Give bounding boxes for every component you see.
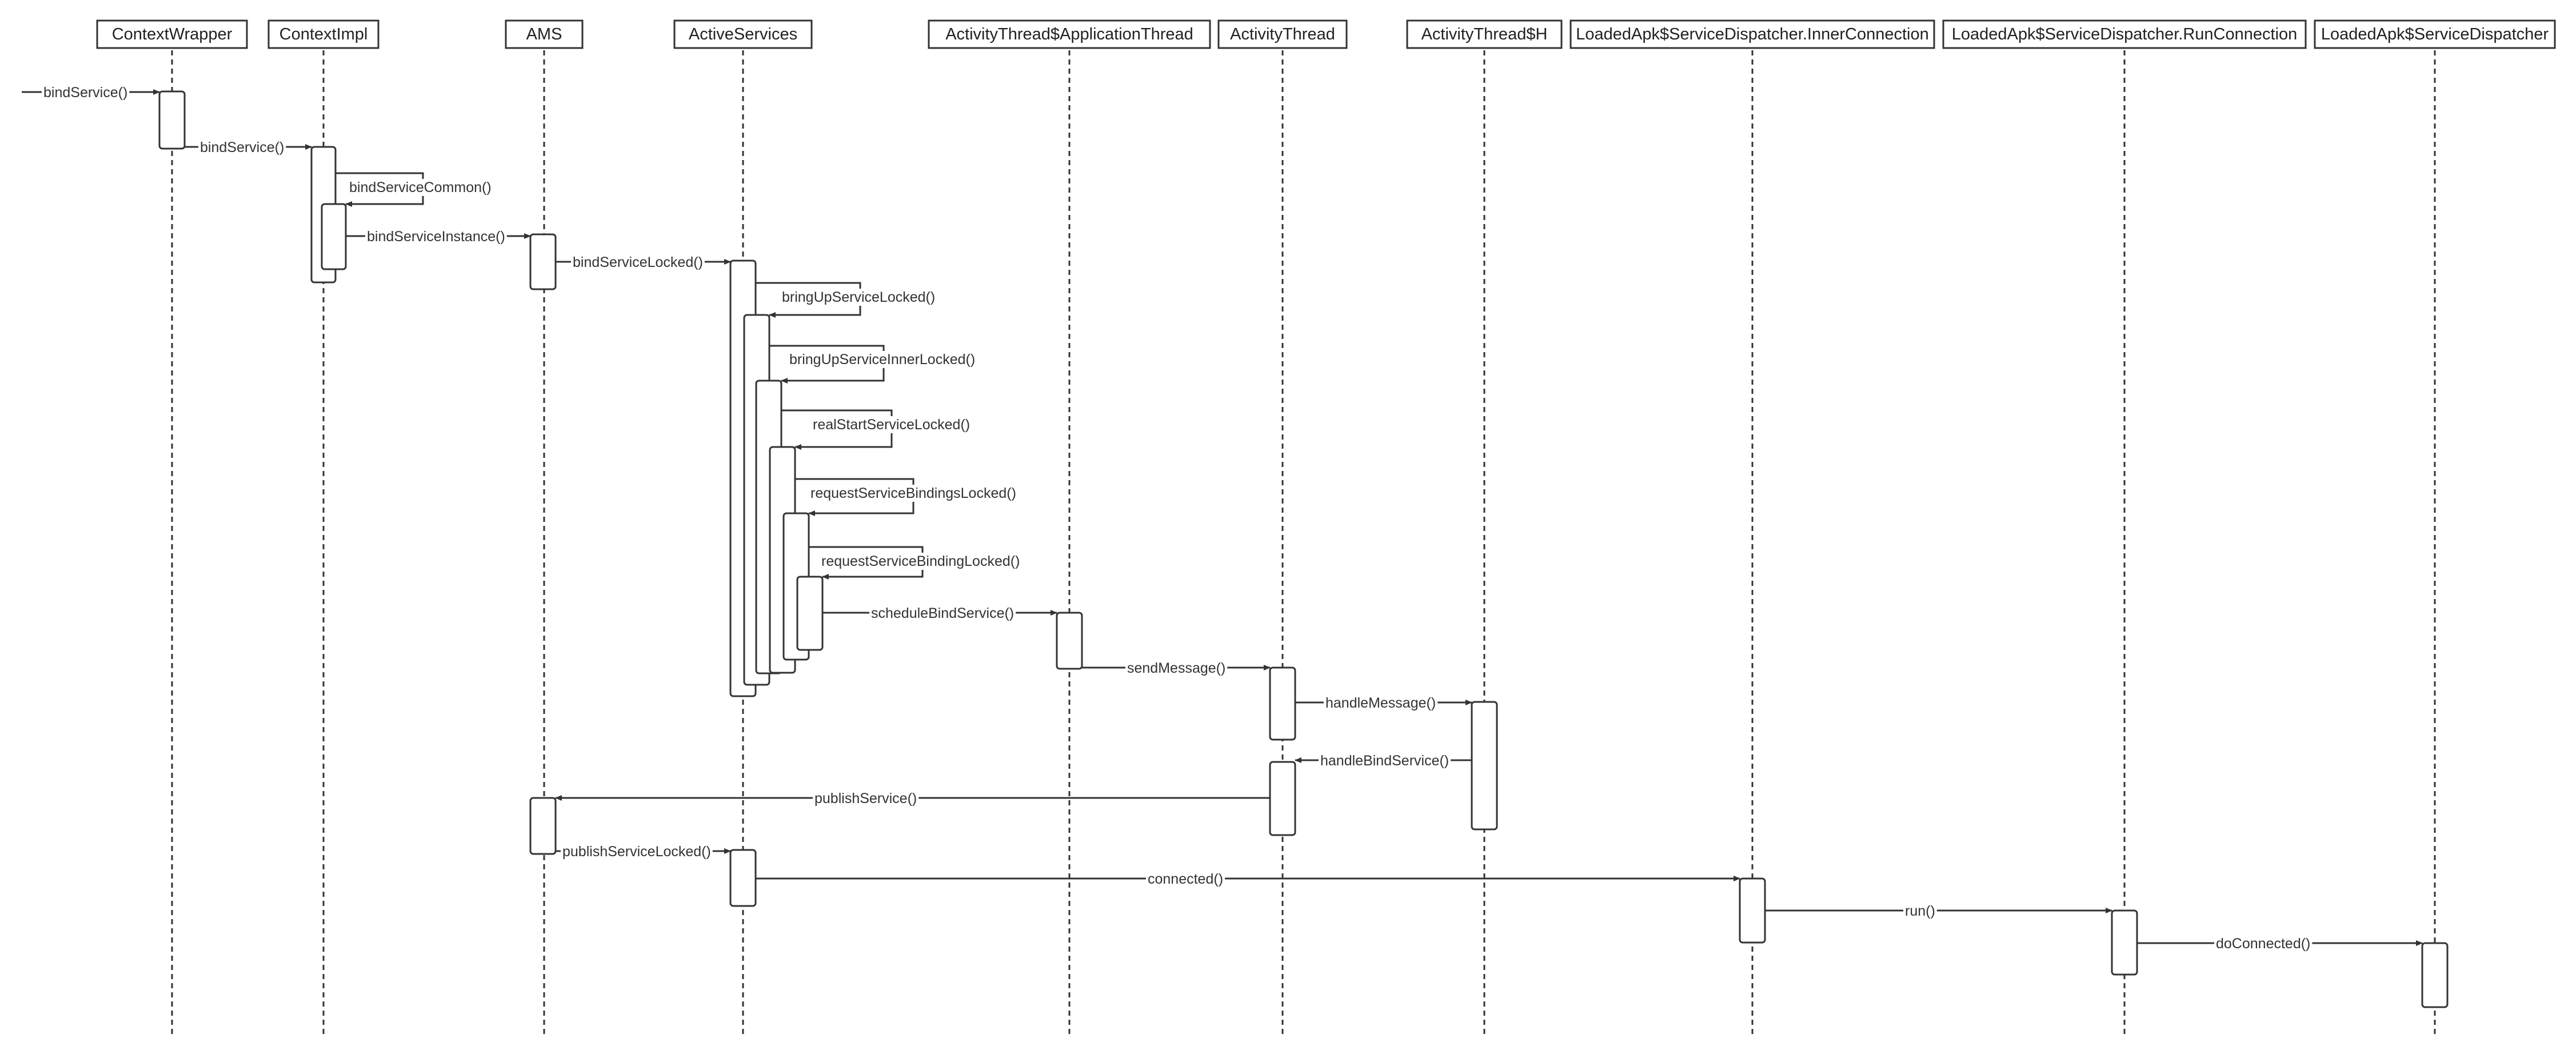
message-label: publishService() <box>814 791 917 807</box>
label-background <box>869 605 1016 622</box>
label-background <box>1324 694 1438 712</box>
label-background <box>1903 903 1937 920</box>
message-bringupservicelocked: bringUpServiceLocked() <box>756 282 937 318</box>
label-background <box>571 254 705 271</box>
participant-activitythread: ActivityThread <box>1217 19 1348 49</box>
label-background <box>561 843 713 860</box>
message-bindservicecommon: bindServiceCommon() <box>336 172 493 207</box>
participant-contextimpl: ContextImpl <box>267 19 380 49</box>
activation-activeservices-7 <box>729 849 757 907</box>
label-background <box>811 416 972 433</box>
participant-label: ActivityThread$H <box>1421 25 1548 43</box>
lifelines <box>171 50 2436 1035</box>
participant-appthread: ActivityThread$ApplicationThread <box>928 19 1211 49</box>
activations <box>158 90 2449 1008</box>
message-label: bindService() <box>43 85 127 101</box>
activation-innerconnection <box>1739 877 1766 944</box>
participant-ams: AMS <box>505 19 584 49</box>
message-handlemessage: handleMessage() <box>1295 694 1472 712</box>
message-handlebindservice: handleBindService() <box>1295 752 1472 769</box>
message-label: bindServiceLocked() <box>573 254 703 270</box>
activation-runconnection <box>2111 909 2138 976</box>
participant-label: ActivityThread$ApplicationThread <box>945 25 1193 43</box>
activation-contextimpl-2 <box>321 203 347 270</box>
message-label: handleMessage() <box>1325 695 1436 711</box>
message-publishservice: publishService() <box>555 790 1270 807</box>
activation-ams-1 <box>529 233 557 290</box>
participant-label: LoadedApk$ServiceDispatcher.InnerConnect… <box>1576 25 1928 43</box>
participant-label: ContextImpl <box>279 25 368 43</box>
message-bringupserviceinnerlocked: bringUpServiceInnerLocked() <box>769 345 977 384</box>
message-sendmessage: sendMessage() <box>1082 660 1271 677</box>
message-schedulebindservice: scheduleBindService() <box>822 605 1057 622</box>
message-label: run() <box>1905 903 1935 919</box>
label-background <box>1319 752 1451 769</box>
activation-activeservices-6 <box>796 576 824 651</box>
activation-appthread <box>1056 612 1083 670</box>
message-run: run() <box>1765 903 2112 920</box>
label-background <box>2214 935 2313 952</box>
participant-activeservices: ActiveServices <box>673 19 813 49</box>
label-background <box>348 179 493 196</box>
participant-activitythread-h: ActivityThread$H <box>1406 19 1563 49</box>
label-background <box>788 351 977 368</box>
message-label: bindServiceInstance() <box>367 229 505 245</box>
message-label: bindServiceCommon() <box>349 179 492 195</box>
label-background <box>1125 660 1228 677</box>
participant-label: ActiveServices <box>689 25 797 43</box>
activation-activitythread-2 <box>1269 761 1296 836</box>
activation-activitythread-1 <box>1269 666 1296 741</box>
participant-contextwrapper: ContextWrapper <box>96 19 248 49</box>
participant-servicedispatcher: LoadedApk$ServiceDispatcher <box>2314 19 2556 49</box>
activation-ams-2 <box>529 797 557 855</box>
message-bindservice: bindService() <box>185 139 312 156</box>
message-label: sendMessage() <box>1127 660 1225 676</box>
participant-innerconnection: LoadedApk$ServiceDispatcher.InnerConnect… <box>1569 19 1935 49</box>
message-requestservicebindingslocked: requestServiceBindingsLocked() <box>795 478 1018 516</box>
message-label: doConnected() <box>2216 936 2310 952</box>
label-background <box>780 289 937 306</box>
message-bindserviceinstance: bindServiceInstance() <box>346 228 531 245</box>
message-realstartservicelocked: realStartServiceLocked() <box>781 409 972 450</box>
label-background <box>809 485 1018 502</box>
message-label: connected() <box>1148 871 1223 887</box>
label-background <box>813 790 919 807</box>
message-label: publishServiceLocked() <box>562 844 711 860</box>
message-connected: connected() <box>756 871 1740 888</box>
message-label: bringUpServiceInnerLocked() <box>789 352 975 368</box>
label-background <box>365 228 507 245</box>
message-label: scheduleBindService() <box>871 605 1014 621</box>
message-label: requestServiceBindingLocked() <box>821 553 1020 569</box>
message-label: bindService() <box>200 139 284 155</box>
participant-label: LoadedApk$ServiceDispatcher <box>2321 25 2549 43</box>
participant-label: AMS <box>526 25 562 43</box>
messages: bindService() bindService() bindServiceC… <box>22 84 2423 952</box>
label-background <box>198 139 286 156</box>
message-bindservice-entry: bindService() <box>22 84 160 101</box>
participant-runconnection: LoadedApk$ServiceDispatcher.RunConnectio… <box>1942 19 2307 49</box>
label-background <box>820 553 1022 570</box>
message-label: handleBindService() <box>1320 753 1449 769</box>
message-label: bringUpServiceLocked() <box>782 289 935 305</box>
participants: ContextWrapper ContextImpl AMS ActiveSer… <box>96 19 2556 49</box>
participant-label: ContextWrapper <box>112 25 233 43</box>
label-background <box>1146 871 1225 888</box>
message-label: realStartServiceLocked() <box>813 417 970 433</box>
activation-contextwrapper <box>158 90 186 150</box>
label-background <box>42 84 130 101</box>
activation-activitythread-h <box>1471 701 1498 831</box>
message-label: requestServiceBindingsLocked() <box>810 485 1016 501</box>
message-requestservicebindinglocked: requestServiceBindingLocked() <box>809 546 1022 580</box>
activation-servicedispatcher <box>2421 942 2449 1008</box>
participant-label: LoadedApk$ServiceDispatcher.RunConnectio… <box>1952 25 2298 43</box>
message-bindservicelocked: bindServiceLocked() <box>556 254 731 271</box>
participant-label: ActivityThread <box>1230 25 1335 43</box>
message-doconnected: doConnected() <box>2137 935 2423 952</box>
message-publishservicelocked: publishServiceLocked() <box>556 843 731 860</box>
